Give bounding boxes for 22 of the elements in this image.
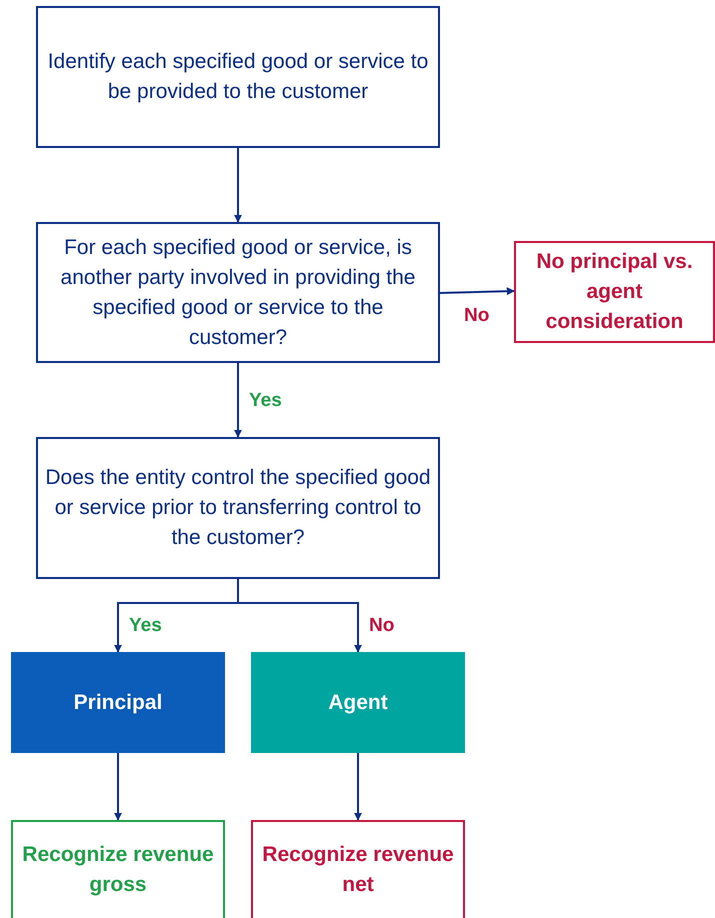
arrow bbox=[234, 148, 242, 223]
node-text: Identify each specified good or service to be provided to the customer bbox=[46, 49, 430, 105]
node-text: No principal vs. agent consideration bbox=[535, 249, 694, 335]
arrow bbox=[354, 753, 362, 821]
node-text: For each specified good or service, is another party involved in providing the specified good or service to the customer? bbox=[60, 234, 416, 350]
process-box bbox=[36, 222, 440, 363]
outcome-box bbox=[11, 820, 225, 918]
agent-box bbox=[251, 652, 465, 753]
node-text: Agent bbox=[328, 690, 388, 716]
process-box bbox=[36, 6, 440, 148]
outcome-box bbox=[514, 241, 715, 343]
process-box bbox=[36, 437, 440, 579]
node-text: Principal bbox=[74, 690, 162, 716]
outcome-box bbox=[251, 820, 465, 918]
node-text: Recognize revenue net bbox=[261, 842, 455, 898]
arrow bbox=[234, 363, 242, 438]
node-text: Does the entity control the specified good or service prior to transferring control to the customer? bbox=[44, 465, 432, 551]
arrow bbox=[114, 753, 122, 821]
node-text: Recognize revenue gross bbox=[21, 842, 215, 898]
arrow bbox=[440, 287, 515, 296]
principal-box bbox=[11, 652, 225, 753]
arrow bbox=[237, 579, 362, 653]
